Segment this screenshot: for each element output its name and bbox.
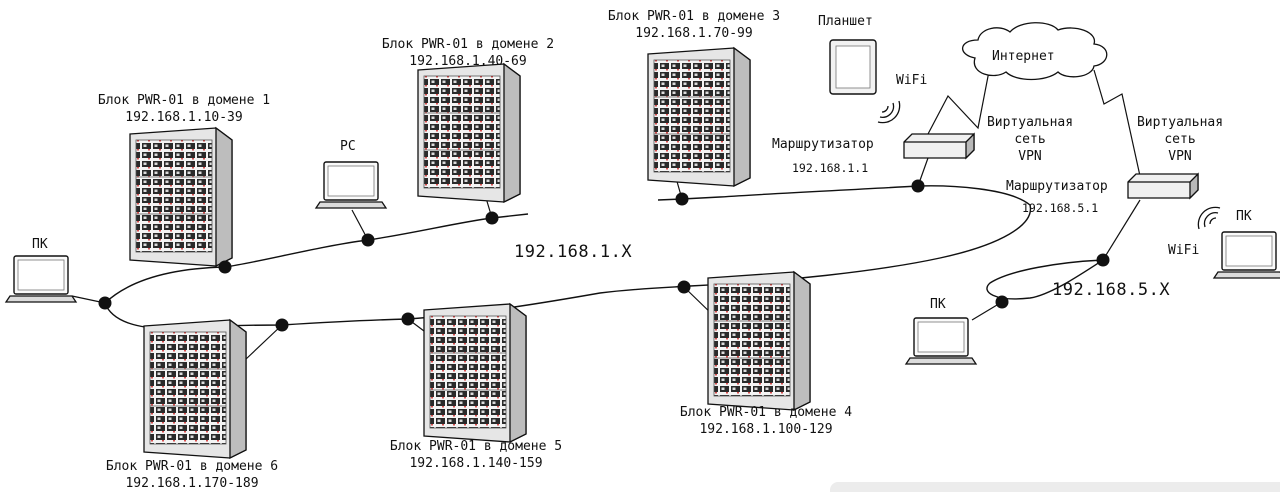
domain-4-range: 192.168.1.100-129 <box>699 422 833 437</box>
internet-cloud <box>961 22 1108 81</box>
router-1-icon <box>903 133 975 159</box>
rack-domain-4 <box>707 271 811 411</box>
tablet-icon <box>829 39 877 95</box>
tablet-label: Планшет <box>818 14 873 29</box>
vpn-right-line2: сеть <box>1164 132 1196 147</box>
router-1-name: Маршрутизатор <box>772 137 874 152</box>
node <box>675 192 689 206</box>
link-router2 <box>1102 199 1141 261</box>
domain-1-title: Блок PWR-01 в домене 1 <box>97 93 271 108</box>
wifi-right-label: WiFi <box>1168 243 1200 258</box>
router-1-ip: 192.168.1.1 <box>792 161 869 175</box>
vpn-link-left <box>927 65 991 135</box>
node <box>218 260 232 274</box>
rack-domain-3 <box>647 47 751 187</box>
main-bus-line-upper <box>104 213 529 304</box>
domain-2-title: Блок PWR-01 в домене 2 <box>381 37 555 52</box>
laptop-pc-mid <box>315 161 387 209</box>
domain-5-range: 192.168.1.140-159 <box>409 456 543 471</box>
pc-mid-label: PC <box>340 139 356 154</box>
domain-5-title: Блок PWR-01 в домене 5 <box>389 439 563 454</box>
pc-wifi-label: ПК <box>1236 209 1252 224</box>
node <box>911 179 925 193</box>
node <box>485 211 499 225</box>
domain-1-range: 192.168.1.10-39 <box>125 110 243 125</box>
router-2-name: Маршрутизатор <box>1006 179 1108 194</box>
vpn-left-line2: сеть <box>1014 132 1046 147</box>
domain-3-title: Блок PWR-01 в домене 3 <box>607 9 781 24</box>
internet-label: Интернет <box>992 49 1055 64</box>
top-cropped-text <box>0 0 40 6</box>
wifi-tablet-label: WiFi <box>896 73 928 88</box>
vpn-right-line3: VPN <box>1168 149 1192 164</box>
node <box>677 280 691 294</box>
rack-domain-1 <box>129 127 233 267</box>
node <box>995 295 1009 309</box>
laptop-pc-remote <box>905 317 977 365</box>
bottom-scroll-panel <box>830 482 1280 492</box>
main-network-label: 192.168.1.X <box>514 242 633 262</box>
link-rack6-a <box>244 324 283 361</box>
domain-2-range: 192.168.1.40-69 <box>409 54 527 69</box>
rack-domain-2 <box>417 63 521 203</box>
node <box>361 233 375 247</box>
vpn-left-line3: VPN <box>1018 149 1042 164</box>
node <box>98 296 112 310</box>
domain-6-range: 192.168.1.170-189 <box>125 476 259 491</box>
domain-4-title: Блок PWR-01 в домене 4 <box>679 405 853 420</box>
vpn-left-line1: Виртуальная <box>986 115 1074 130</box>
node <box>275 318 289 332</box>
wifi-tablet-icon <box>877 100 901 124</box>
pc-remote-label: ПК <box>930 297 946 312</box>
router-2-ip: 192.168.5.1 <box>1022 201 1099 215</box>
domain-6-title: Блок PWR-01 в домене 6 <box>105 459 279 474</box>
laptop-pc-left <box>5 255 77 303</box>
node <box>1096 253 1110 267</box>
pc-left-label: ПК <box>32 237 48 252</box>
network-nodes <box>98 179 1110 332</box>
rack-domain-6 <box>143 319 247 459</box>
vpn-link-right <box>1093 69 1141 177</box>
node <box>401 312 415 326</box>
router-2-icon <box>1127 173 1199 199</box>
laptop-pc-wifi <box>1213 231 1280 279</box>
rack-domain-5 <box>423 303 527 443</box>
wifi-right-icon <box>1197 206 1221 230</box>
domain-3-range: 192.168.1.70-99 <box>635 26 753 41</box>
remote-bus-line <box>986 259 1104 300</box>
remote-network-label: 192.168.5.X <box>1052 280 1171 300</box>
vpn-right-line1: Виртуальная <box>1136 115 1224 130</box>
